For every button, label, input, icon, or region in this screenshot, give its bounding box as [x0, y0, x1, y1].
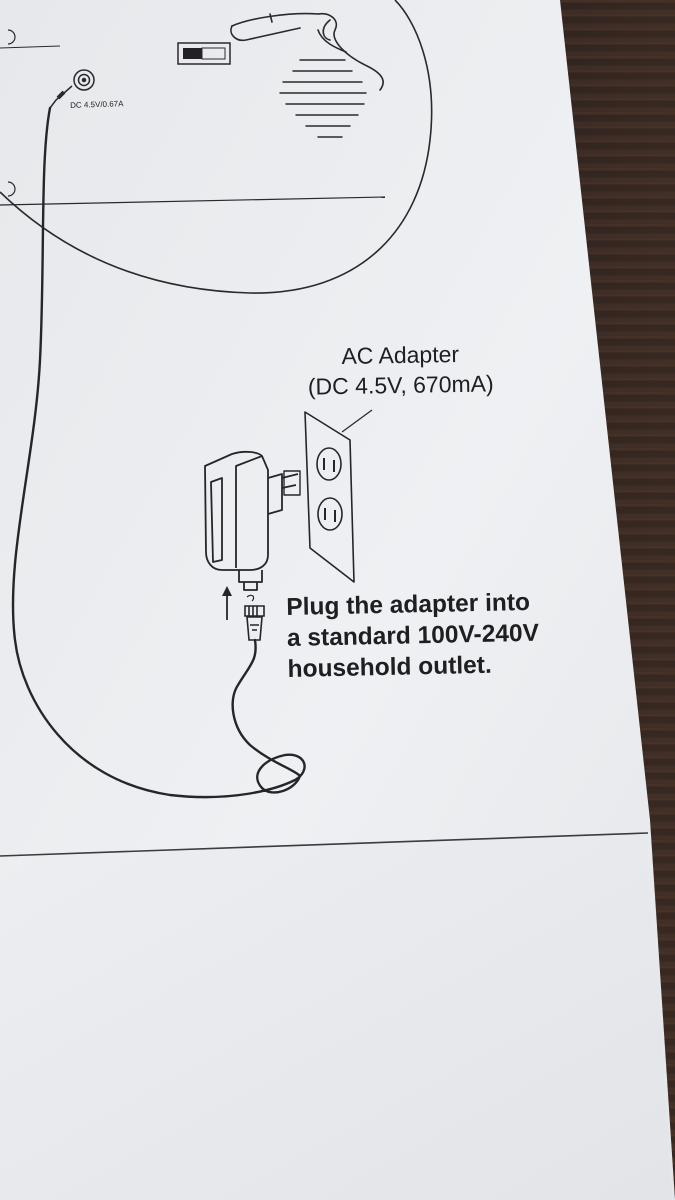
adapter-caption: AC Adapter (DC 4.5V, 670mA) [285, 338, 516, 402]
adapter-spec: (DC 4.5V, 670mA) [307, 370, 494, 400]
speaker-grille-icon [279, 59, 367, 138]
dc-plug-icon [244, 594, 265, 641]
power-switch-icon [177, 42, 231, 65]
instruction-line-3: household outlet. [287, 651, 493, 683]
ac-adapter-icon [204, 450, 301, 591]
pointing-hand-icon [230, 12, 384, 91]
port-rating-label: DC 4.5V/0.67A [70, 99, 124, 110]
instruction-line-2: a standard 100V-240V [286, 619, 540, 652]
power-cable [11, 106, 306, 799]
dc-jack-icon [49, 69, 95, 109]
instruction-text: Plug the adapter into a standard 100V-24… [286, 587, 540, 685]
magnified-detail-circle [0, 0, 433, 294]
page-divider-line [0, 832, 649, 857]
wall-outlet-icon [304, 409, 373, 583]
adapter-title: AC Adapter [341, 340, 460, 370]
arrow-up-icon [222, 586, 232, 620]
